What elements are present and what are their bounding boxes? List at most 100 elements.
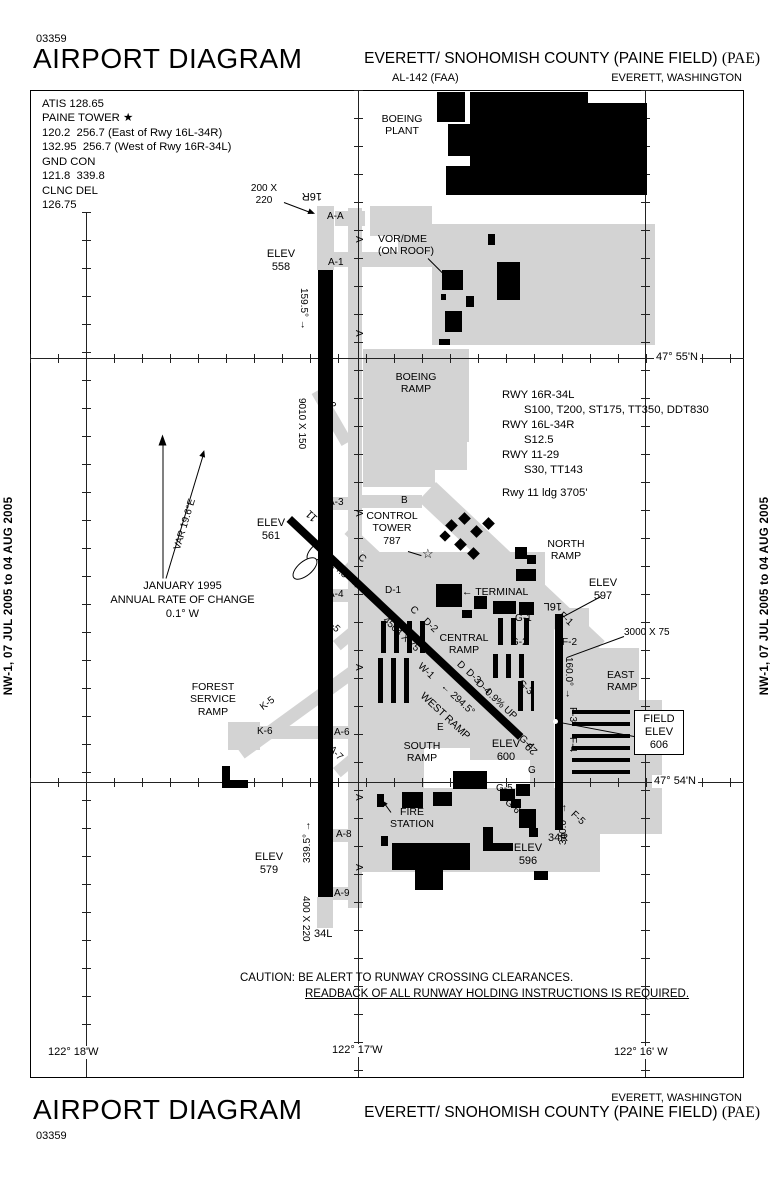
var-annual-note: JANUARY 1995 ANNUAL RATE OF CHANGE 0.1° …	[110, 580, 255, 620]
rwy-data-ldg: Rwy 11 ldg 3705'	[502, 487, 588, 499]
rwy-16l-end: 16L	[543, 600, 562, 612]
east-ramp-apron-1	[563, 648, 639, 702]
twy-e: E	[437, 722, 444, 733]
elev-600: ELEV 600	[491, 738, 521, 763]
building	[475, 170, 485, 182]
building	[519, 602, 534, 615]
rwy-data-2: RWY 16L-34R	[502, 419, 575, 431]
building	[500, 789, 515, 801]
boeing-ramp: BOEING RAMP	[395, 371, 437, 396]
parked-aircraft-rows	[518, 681, 534, 711]
lon-122-18: 122° 18'W	[46, 1046, 101, 1059]
building	[511, 799, 521, 808]
rwy-34l-end: 34L	[314, 928, 333, 940]
building	[437, 92, 465, 122]
runway-16l-34r	[555, 614, 563, 830]
building	[470, 92, 588, 195]
comm-frequencies: ATIS 128.65 PAINE TOWER ★ 120.2 256.7 (E…	[42, 98, 232, 212]
page-title-top: AIRPORT DIAGRAM	[33, 43, 303, 74]
field-elev: FIELD ELEV 606	[634, 710, 684, 755]
dim-3000x75: 3000 X 75	[624, 627, 670, 638]
page-title-bottom: AIRPORT DIAGRAM	[33, 1094, 303, 1125]
twy-g-5: G-5	[496, 783, 513, 794]
airport-id-bottom: (PAE)	[721, 1104, 760, 1121]
central-ramp: CENTRAL RAMP	[439, 632, 489, 657]
taxiway-a-8-stub	[333, 829, 349, 842]
building	[516, 784, 530, 796]
east-ramp: EAST RAMP	[607, 669, 638, 694]
chart-code-bottom: 03359	[36, 1130, 67, 1142]
building	[433, 792, 452, 806]
lat-47-54: 47° 54'N	[652, 775, 698, 788]
airport-id: (PAE)	[721, 50, 760, 67]
dim-200x220: 200 X 220	[250, 183, 278, 206]
parked-aircraft-rows	[381, 621, 427, 653]
building	[402, 792, 423, 808]
elev-558: ELEV 558	[266, 248, 296, 273]
latitude-line	[30, 354, 744, 363]
longitude-line	[82, 212, 91, 1077]
twy-k-5: K-5	[258, 694, 278, 713]
twy-a-mark-2: A	[353, 330, 364, 337]
building	[483, 827, 493, 851]
elev-596: ELEV 596	[513, 842, 543, 867]
rwy-data-3b: S30, TT143	[524, 464, 583, 476]
airport-name-text-bottom: EVERETT/ SNOHOMISH COUNTY (PAINE FIELD)	[364, 1104, 718, 1121]
control-tower: CONTROL TOWER 787	[366, 510, 418, 547]
dim-400x220: 400 X 220	[300, 896, 311, 942]
building	[436, 584, 462, 607]
overrun-south-34l	[317, 897, 333, 928]
city-state-bottom: EVERETT, WASHINGTON	[611, 1092, 742, 1104]
hdg-339-5: 339.5° →	[302, 821, 313, 863]
parked-aircraft-rows	[378, 658, 411, 703]
twy-g-1: G-1	[515, 613, 532, 624]
building	[446, 166, 471, 195]
building	[441, 294, 446, 300]
building	[488, 234, 495, 245]
caution-line-1: CAUTION: BE ALERT TO RUNWAY CROSSING CLE…	[240, 972, 574, 984]
leader-200x220	[283, 202, 314, 214]
building	[515, 547, 527, 559]
building	[519, 809, 536, 828]
airport-name-top: EVERETT/ SNOHOMISH COUNTY (PAINE FIELD) …	[364, 50, 760, 68]
latitude-line	[30, 778, 744, 787]
taxiway-f-stub	[563, 608, 589, 652]
building	[529, 828, 538, 837]
north-apron-2	[398, 224, 655, 258]
longitude-line	[641, 90, 650, 1077]
twy-g: G	[528, 765, 536, 776]
forest-service-ramp: FOREST SERVICE RAMP	[190, 681, 236, 718]
building	[493, 601, 516, 614]
taxiway-a-4-stub	[333, 589, 349, 602]
twy-f-4: F-4	[567, 737, 578, 752]
twy-a-a: A-A	[327, 211, 344, 222]
city-state-top: EVERETT, WASHINGTON	[611, 72, 742, 84]
boeing-ramp-apron-3	[420, 432, 467, 470]
twy-f-3: F-3	[567, 707, 578, 722]
twy-b: B	[401, 495, 408, 506]
chart-al-number: AL-142 (FAA)	[392, 72, 459, 84]
rwy-data-1b: S100, T200, ST175, TT350, DDT830	[524, 404, 709, 416]
building	[474, 596, 487, 609]
building	[415, 866, 443, 890]
twy-a-mark-5: A	[353, 794, 364, 801]
building	[516, 569, 536, 581]
building	[222, 780, 248, 788]
rwy-data-3: RWY 11-29	[502, 449, 560, 461]
building	[381, 836, 388, 846]
twy-g-2: G-2	[511, 637, 528, 648]
vor-dme: VOR/DME (ON ROOF)	[378, 233, 434, 258]
parked-aircraft-rows	[493, 654, 529, 678]
elev-597: ELEV 597	[588, 577, 618, 602]
runway-16r-34l	[318, 270, 333, 897]
chart-code-top: 03359	[36, 33, 67, 45]
rwy-data-2b: S12.5	[524, 434, 554, 446]
hdg-159-5: 159.5° →	[298, 288, 309, 330]
parked-aircraft-rows	[498, 618, 531, 645]
building	[534, 871, 548, 880]
hdg-160-0: 160.0° →	[563, 657, 574, 699]
building	[497, 262, 520, 300]
taxiway-a-3-stub	[333, 497, 349, 510]
